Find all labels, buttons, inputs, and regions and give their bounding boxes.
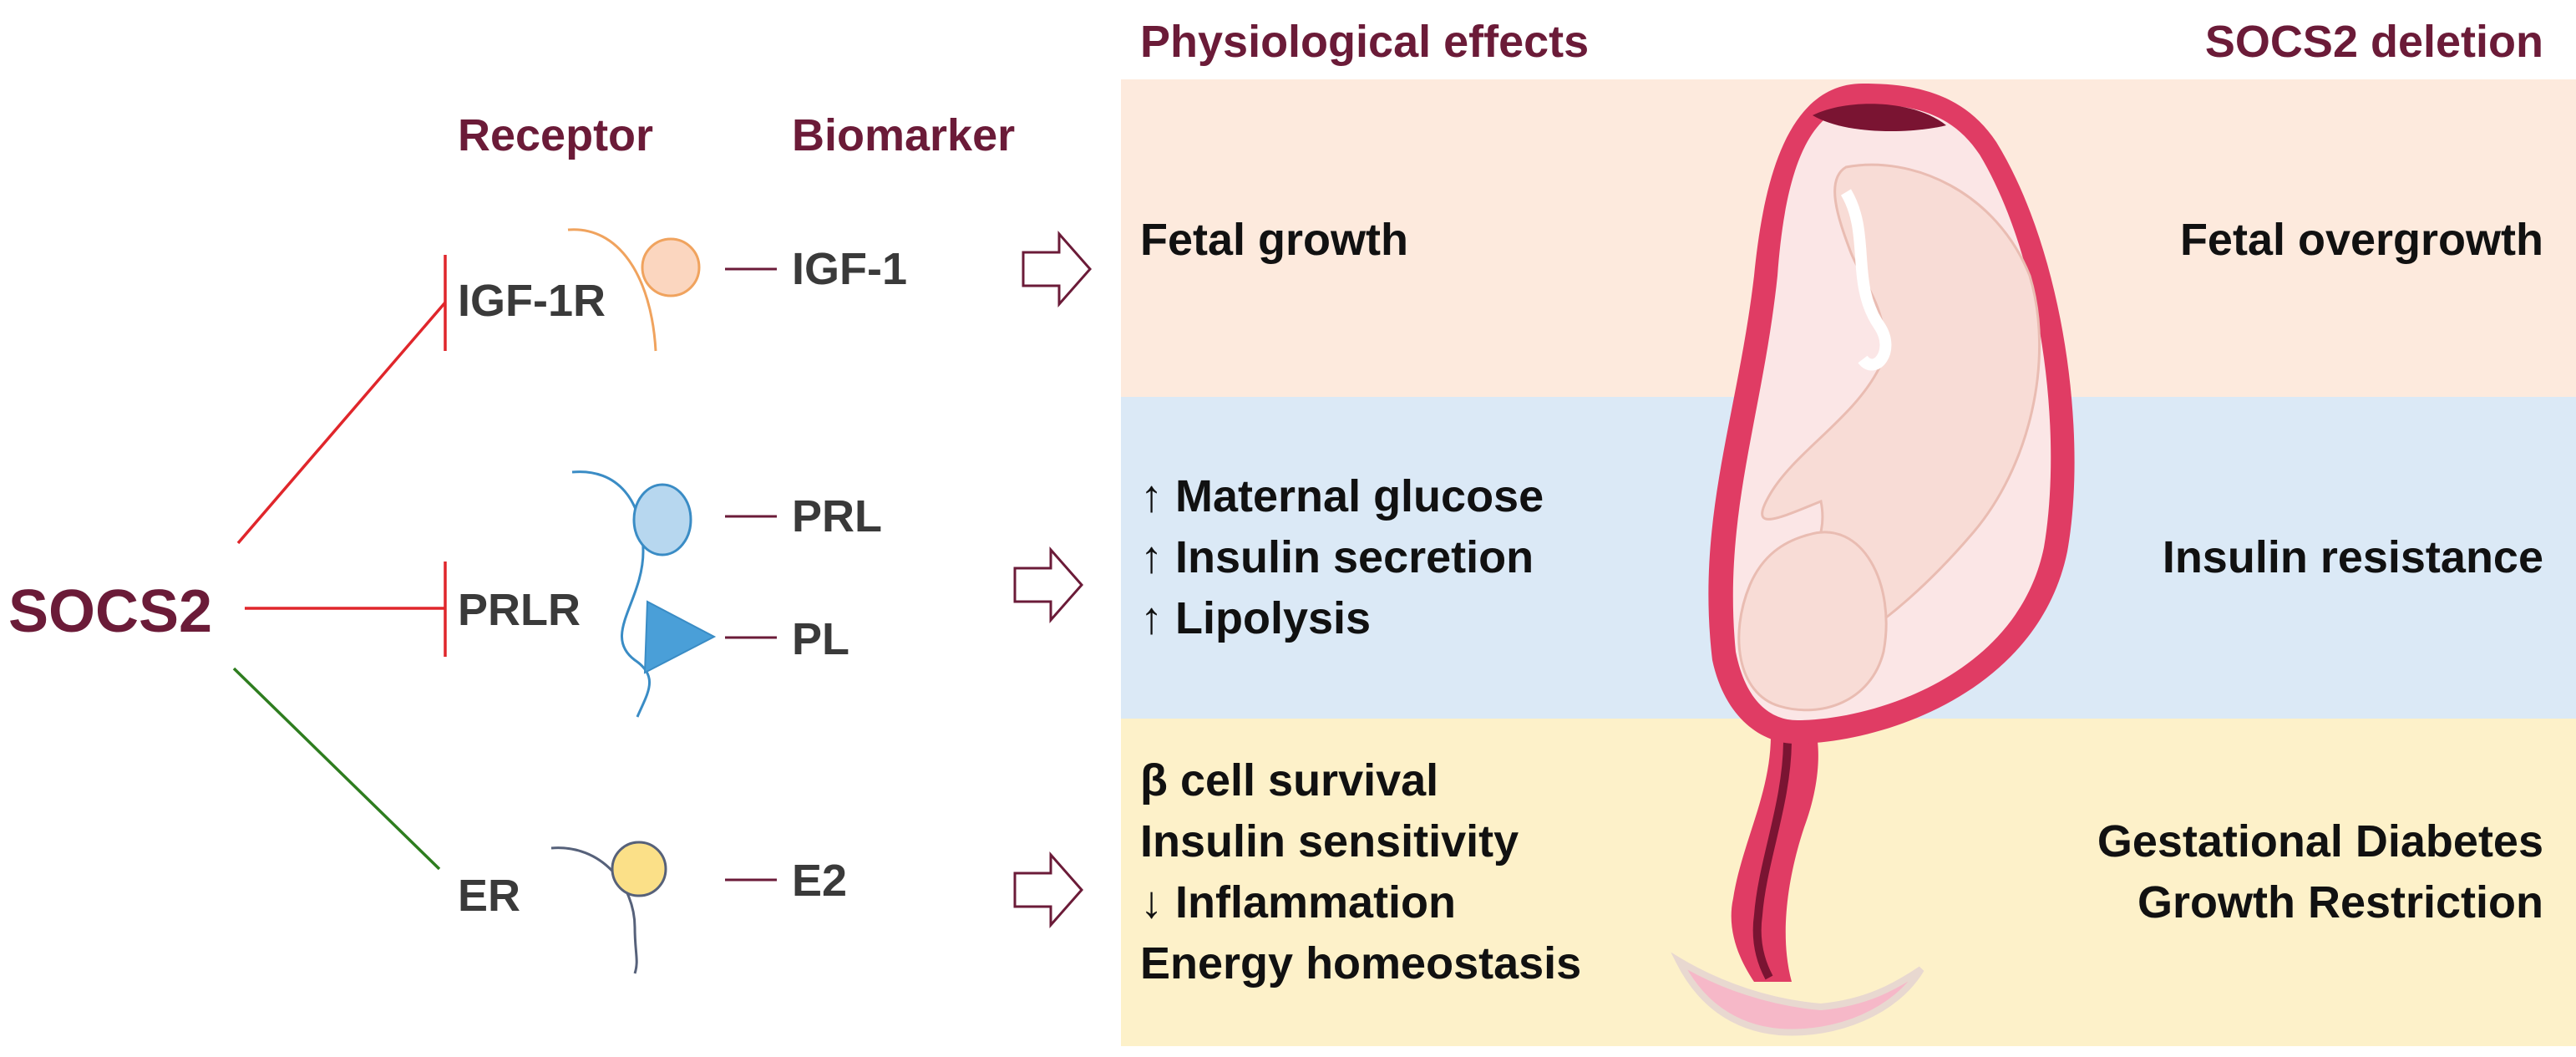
band-beta-cell	[1121, 719, 2576, 1046]
igf1r-receptor-icon	[567, 228, 701, 352]
arrow-icon-prlr	[1013, 546, 1083, 623]
prlr-receptor-icon	[571, 470, 717, 718]
receptor-header: Receptor	[458, 110, 653, 160]
deletion-gestational-diabetes: Gestational Diabetes	[2097, 816, 2543, 866]
umbilical-cord	[1840, 189, 1892, 371]
effect-maternal-glucose: ↑ Maternal glucose	[1140, 471, 1544, 521]
biomarker-header: Biomarker	[792, 110, 1015, 160]
receptor-igf1r: IGF-1R	[458, 276, 606, 326]
deletion-header: SOCS2 deletion	[2205, 17, 2543, 67]
receptor-er: ER	[458, 871, 520, 921]
biomarker-pl: PL	[792, 614, 849, 664]
cervix-inner	[1752, 739, 1792, 980]
arrow-icon-er	[1013, 851, 1083, 928]
effects-header: Physiological effects	[1140, 17, 1589, 67]
arrow-icon-igf1	[1022, 231, 1092, 307]
activate-line-er	[232, 667, 441, 871]
effect-insulin-sensitivity: Insulin sensitivity	[1140, 816, 1519, 866]
biomarker-prl: PRL	[792, 491, 882, 541]
effect-insulin-secretion: ↑ Insulin secretion	[1140, 532, 1534, 582]
socs2-label: SOCS2	[8, 578, 212, 645]
biomarker-e2: E2	[792, 856, 847, 906]
inhibit-line-igf1r	[236, 301, 447, 545]
cervix-stalk	[1731, 735, 1818, 982]
biomarker-igf1: IGF-1	[792, 244, 907, 294]
placenta	[1813, 104, 1946, 132]
effect-inflammation: ↓ Inflammation	[1140, 877, 1456, 927]
deletion-fetal-overgrowth: Fetal overgrowth	[2180, 215, 2543, 265]
receptor-prlr: PRLR	[458, 585, 581, 635]
fetus-head	[1737, 531, 1888, 712]
pregnancy-illustration	[1671, 84, 2075, 1036]
vaginal-opening	[1671, 952, 1924, 1036]
effect-energy-homeostasis: Energy homeostasis	[1140, 938, 1581, 988]
effect-lipolysis: ↑ Lipolysis	[1140, 593, 1371, 643]
deletion-growth-restriction: Growth Restriction	[2137, 877, 2543, 927]
effect-fetal-growth: Fetal growth	[1140, 215, 1408, 265]
effect-beta-cell-survival: β cell survival	[1140, 755, 1438, 805]
er-receptor-icon	[550, 841, 667, 974]
deletion-insulin-resistance: Insulin resistance	[2163, 532, 2543, 582]
